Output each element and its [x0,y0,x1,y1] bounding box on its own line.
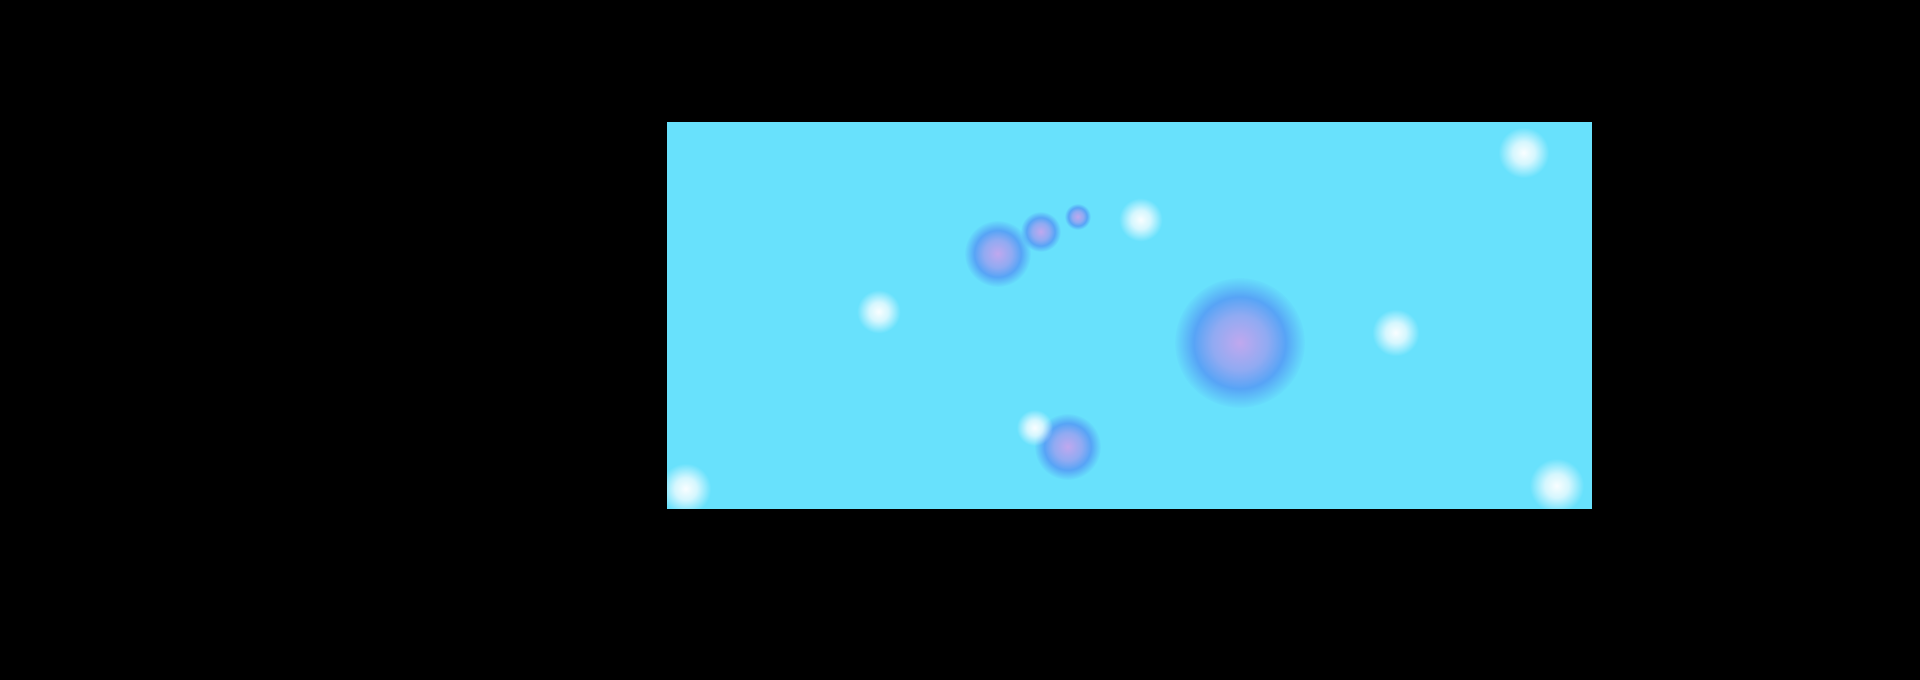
white-glow [1496,125,1552,181]
purple-blob[interactable] [1021,212,1061,252]
purple-blob[interactable] [965,221,1031,287]
white-glow [1527,456,1587,509]
purple-blob[interactable] [1065,204,1091,230]
white-glow [855,288,903,336]
white-glow [1370,307,1422,359]
game-canvas[interactable] [667,122,1592,509]
white-glow [1117,196,1165,244]
purple-blob[interactable] [1175,278,1305,408]
white-glow [667,461,714,509]
white-glow [1015,408,1055,448]
